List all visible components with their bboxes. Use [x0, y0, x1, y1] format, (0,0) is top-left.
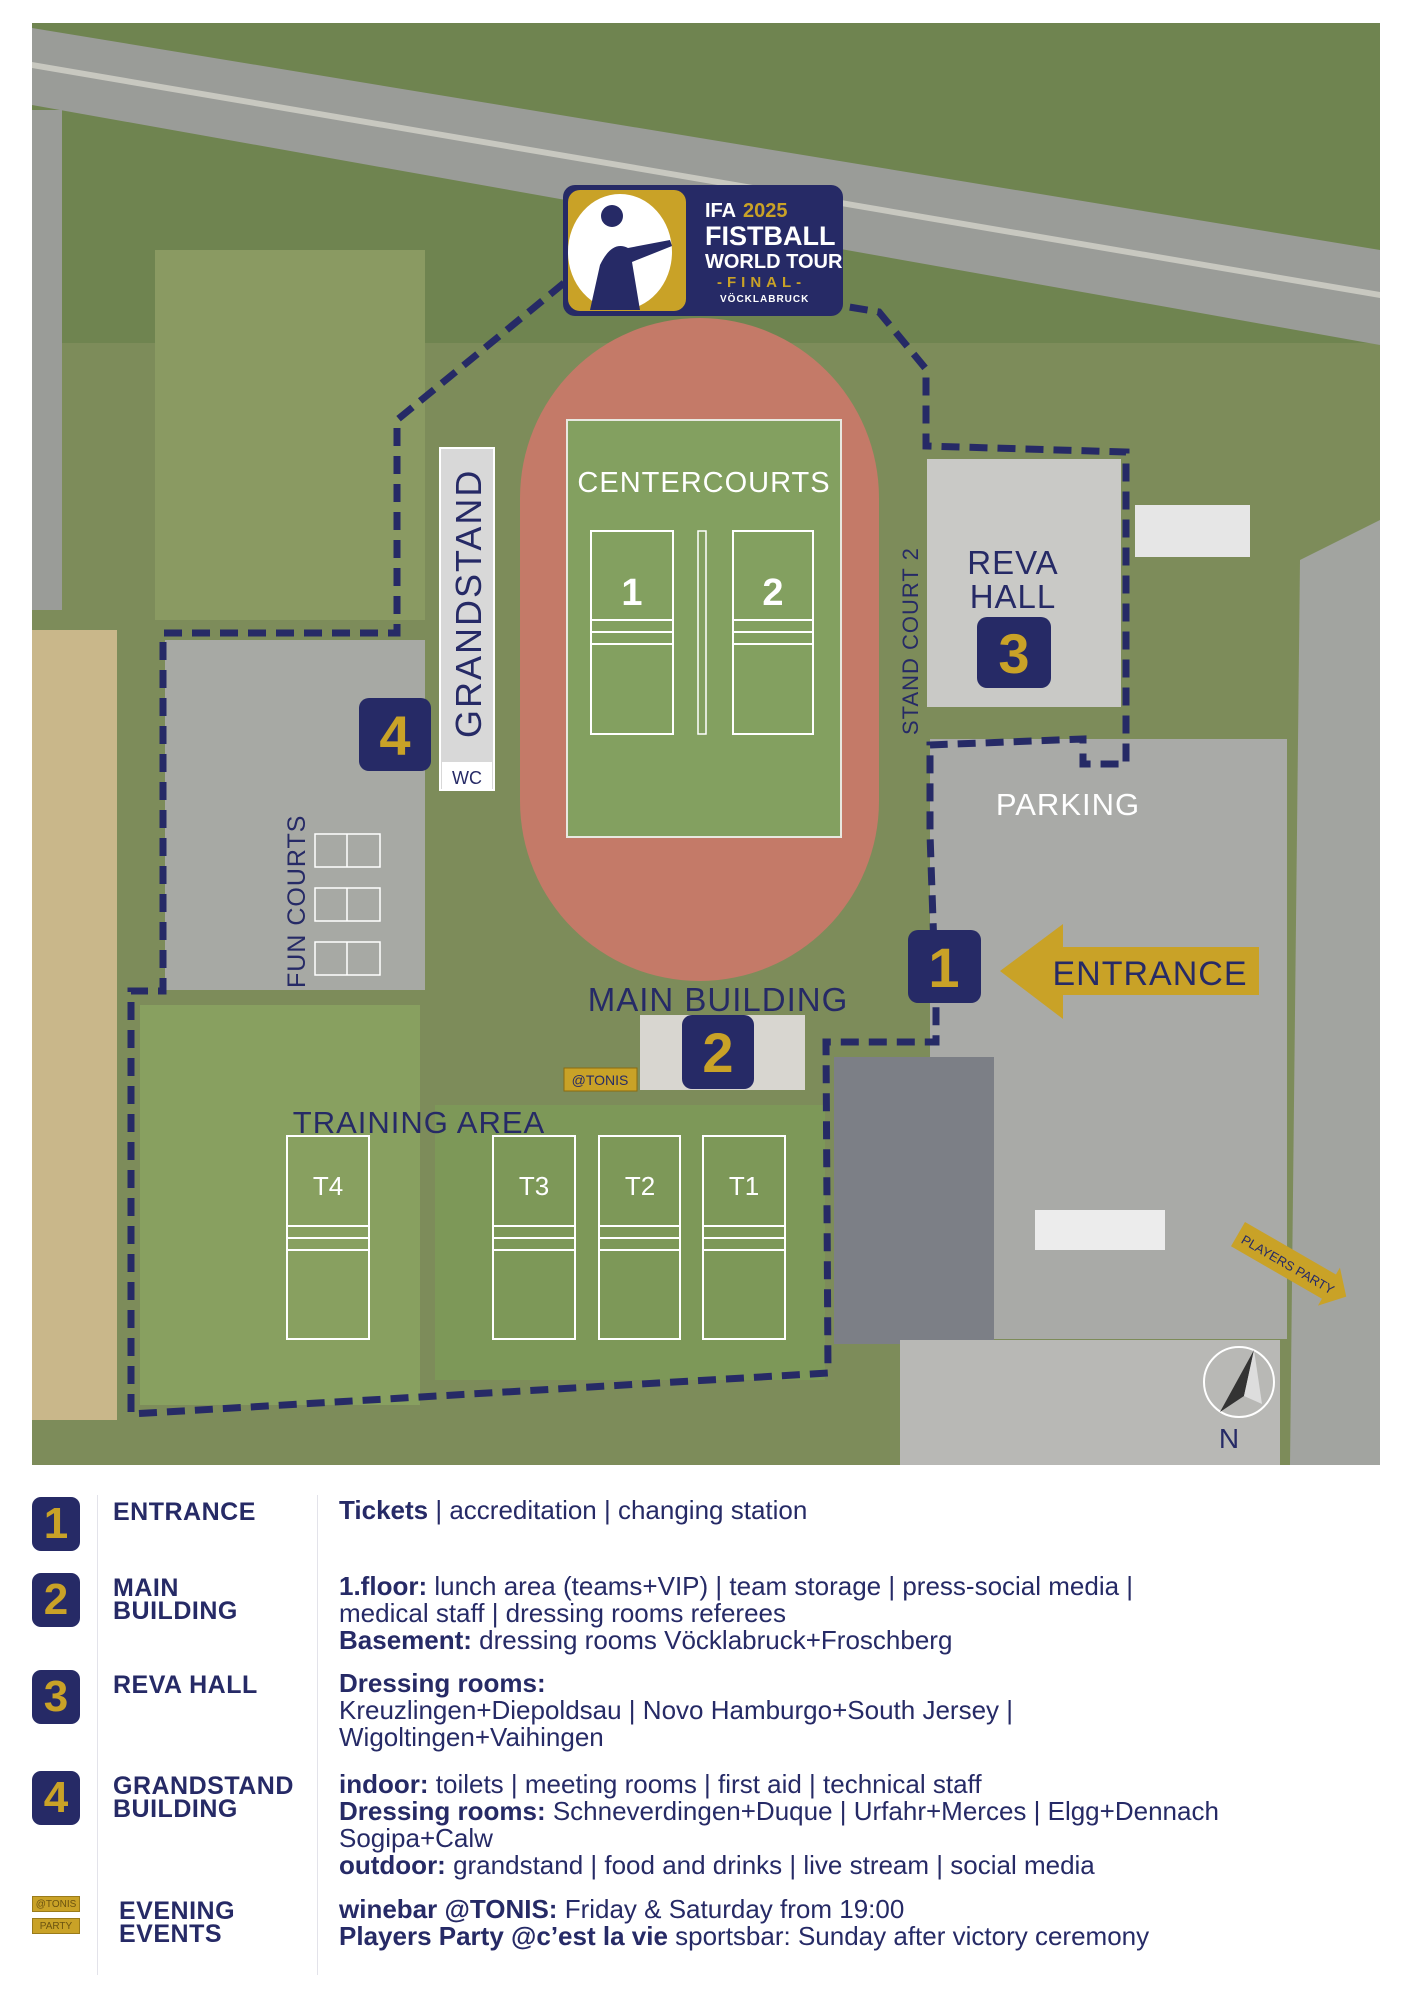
map-badge-2: 2: [682, 1015, 754, 1089]
label-parking: PARKING: [996, 787, 1140, 822]
svg-text:1: 1: [928, 936, 959, 999]
legend-description: winebar @TONIS: Friday & Saturday from 1…: [339, 1894, 1150, 1951]
label-court-1: 1: [621, 572, 642, 614]
legend-badge: 3: [32, 1670, 80, 1724]
label-t1: T1: [729, 1171, 759, 1201]
label-t2: T2: [625, 1171, 655, 1201]
player-silhouette-icon: [590, 240, 672, 310]
legend-badge: 4: [32, 1771, 80, 1825]
label-reva: REVA: [967, 544, 1058, 581]
map-badge-1: 1: [908, 930, 981, 1003]
grandstand-building: [439, 447, 495, 791]
venue-map: IFA 2025 FISTBALL WORLD TOUR -FINAL- VÖC…: [32, 23, 1380, 1465]
compass-icon: N: [1203, 1346, 1275, 1454]
legend-description: Dressing rooms:Kreuzlingen+Diepoldsau | …: [339, 1668, 1014, 1752]
ball-icon: [601, 205, 623, 227]
event-tag-icon: @TONIS: [32, 1896, 80, 1912]
svg-text:3: 3: [998, 622, 1029, 685]
training-courts: [286, 1135, 786, 1340]
label-court-2: 2: [762, 572, 783, 614]
svg-text:IFA: IFA: [705, 200, 736, 222]
legend-description: 1.floor: lunch area (teams+VIP) | team s…: [339, 1571, 1134, 1655]
label-centercourts: CENTERCOURTS: [577, 467, 830, 499]
legend-divider-left: [97, 1495, 98, 1975]
legend-label: ENTRANCE: [113, 1498, 256, 1526]
label-training-area: TRAINING AREA: [293, 1105, 545, 1140]
svg-text:FISTBALL: FISTBALL: [705, 221, 835, 251]
side-road: [1290, 520, 1380, 1465]
map-badge-3: 3: [977, 617, 1051, 688]
event-tag-icon: PARTY: [32, 1918, 80, 1934]
label-fun-courts: FUN COURTS: [283, 815, 311, 988]
label-hall: HALL: [970, 578, 1057, 615]
label-t3: T3: [519, 1171, 549, 1201]
map-badge-4: 4: [359, 698, 431, 771]
label-stand-court-2: STAND COURT 2: [898, 547, 923, 735]
legend-description: indoor: toilets | meeting rooms | first …: [339, 1769, 1219, 1880]
label-t4: T4: [313, 1171, 343, 1201]
svg-text:WORLD TOUR: WORLD TOUR: [705, 251, 843, 273]
svg-text:2025: 2025: [743, 200, 788, 222]
svg-text:N: N: [1219, 1423, 1239, 1454]
logo: IFA 2025 FISTBALL WORLD TOUR -FINAL- VÖC…: [563, 185, 843, 316]
label-wc: WC: [452, 768, 482, 788]
svg-text:ENTRANCE: ENTRANCE: [1052, 955, 1247, 993]
solar-building: [834, 1057, 994, 1344]
legend-divider: [317, 1495, 318, 1975]
centercourts-field: [566, 419, 842, 838]
legend-description: Tickets | accreditation | changing stati…: [339, 1495, 808, 1525]
label-main-building: MAIN BUILDING: [588, 981, 849, 1018]
fun-courts: [314, 833, 381, 976]
svg-text:4: 4: [379, 704, 410, 767]
legend-badge: 1: [32, 1497, 80, 1551]
tonis-tag: @TONIS: [563, 1067, 638, 1092]
legend-label: REVA HALL: [113, 1671, 258, 1699]
svg-text:-FINAL-: -FINAL-: [717, 274, 806, 291]
entrance-arrow: ENTRANCE: [1000, 924, 1259, 1019]
svg-text:@TONIS: @TONIS: [572, 1072, 629, 1088]
field-left: [32, 630, 117, 1420]
svg-text:VÖCKLABRUCK: VÖCKLABRUCK: [720, 292, 809, 305]
label-grandstand: GRANDSTAND: [448, 469, 489, 738]
svg-text:2: 2: [702, 1021, 733, 1084]
legend-badge: 2: [32, 1573, 80, 1627]
